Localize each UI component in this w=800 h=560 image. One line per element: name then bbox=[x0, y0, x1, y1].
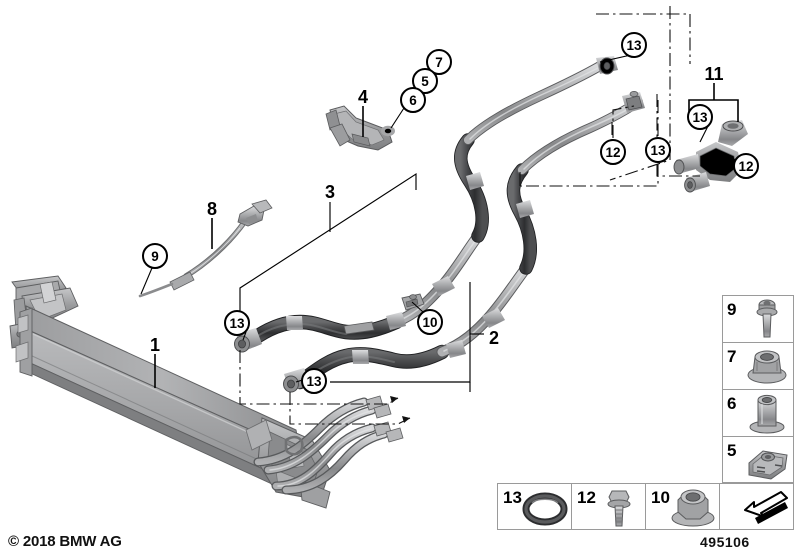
legend-right-panel: 9 7 6 5 bbox=[722, 295, 794, 483]
flange-bolt-icon bbox=[756, 299, 778, 338]
assembly-axis-lines-2 bbox=[519, 100, 659, 187]
vent-pipe-item-8 bbox=[138, 199, 273, 298]
callout-12-right: 12 bbox=[733, 153, 759, 179]
index-number-2: 2 bbox=[488, 328, 500, 348]
collar-nut-icon bbox=[747, 350, 787, 384]
legend-number-10: 10 bbox=[651, 488, 670, 507]
legend-cell-9: 9 bbox=[723, 296, 793, 343]
legend-number-13: 13 bbox=[503, 488, 522, 507]
index-number-4: 4 bbox=[357, 87, 369, 107]
legend-cell-13: 13 bbox=[498, 484, 572, 529]
cooler-core bbox=[15, 305, 301, 497]
legend-number-6: 6 bbox=[727, 394, 737, 413]
oil-cooler-assembly bbox=[9, 275, 404, 509]
line2-clip-bracket bbox=[401, 293, 425, 311]
legend-number-9: 9 bbox=[727, 300, 737, 319]
legend-cell-10: 10 bbox=[646, 484, 720, 529]
cooler-connection-pipes bbox=[253, 395, 404, 495]
copyright-notice: © 2018 BMW AG bbox=[8, 533, 122, 550]
direction-arrow-icon bbox=[744, 491, 788, 524]
legend-cell-12: 12 bbox=[572, 484, 646, 529]
callout-13-bracket: 13 bbox=[687, 104, 713, 130]
assembly-axis-arrowheads bbox=[390, 396, 410, 423]
legend-number-7: 7 bbox=[727, 347, 737, 366]
callout-13-lower: 13 bbox=[301, 368, 327, 394]
legend-cell-direction bbox=[720, 484, 793, 529]
callout-6: 6 bbox=[400, 87, 426, 113]
index-number-3: 3 bbox=[324, 182, 336, 202]
callout-10: 10 bbox=[417, 309, 443, 335]
index-number-8: 8 bbox=[206, 199, 218, 219]
line2-top-clamp bbox=[622, 91, 645, 113]
legend-number-5: 5 bbox=[727, 441, 737, 460]
mounting-bracket-item-4 bbox=[325, 105, 395, 151]
diagram-part-number: 495106 bbox=[700, 534, 750, 550]
bush-sleeve-icon bbox=[749, 394, 785, 434]
index-number-11: 11 bbox=[704, 64, 724, 84]
callout-13-left: 13 bbox=[224, 310, 250, 336]
connector-item-11 bbox=[673, 120, 748, 193]
callout-13-top: 13 bbox=[621, 32, 647, 58]
oil-cooler-line-item-3 bbox=[244, 61, 605, 348]
callout-13-mid: 13 bbox=[645, 137, 671, 163]
line3-top-fitting bbox=[596, 56, 618, 75]
clamp-block-icon bbox=[748, 450, 788, 480]
legend-number-12: 12 bbox=[577, 488, 596, 507]
index-number-1: 1 bbox=[149, 335, 161, 355]
o-ring-icon bbox=[522, 492, 568, 526]
hex-bolt-icon bbox=[607, 490, 631, 527]
callout-12-mid: 12 bbox=[600, 139, 626, 165]
callout-9: 9 bbox=[142, 243, 168, 269]
flange-nut-icon bbox=[671, 489, 715, 527]
line2-ferrules bbox=[352, 200, 534, 364]
line3-ferrules bbox=[286, 172, 484, 335]
legend-cell-7: 7 bbox=[723, 343, 793, 390]
legend-cell-5: 5 bbox=[723, 437, 793, 484]
legend-bottom-panel: 13 12 10 bbox=[497, 483, 794, 530]
legend-cell-6: 6 bbox=[723, 390, 793, 437]
index-2-bracket bbox=[330, 282, 484, 392]
callout-5: 5 bbox=[412, 68, 438, 94]
